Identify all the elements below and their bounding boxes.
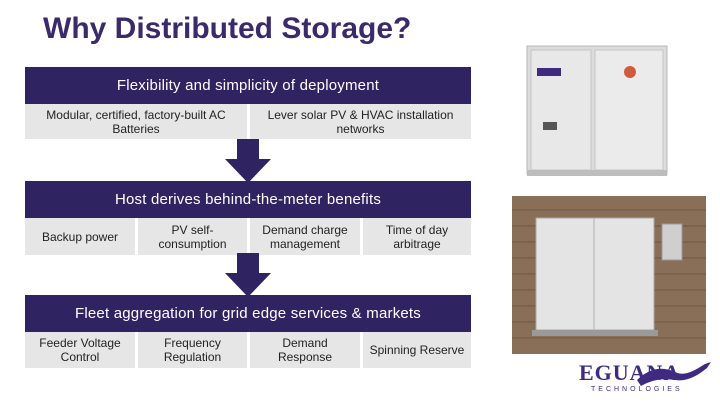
cell-demand-charge: Demand charge management	[250, 218, 360, 255]
eguana-logo: EGUANA TECHNOLOGIES	[565, 358, 715, 402]
lizard-icon	[637, 362, 711, 386]
cell-time-of-day: Time of day arbitrage	[363, 218, 471, 255]
band-fleet-heading: Fleet aggregation for grid edge services…	[25, 295, 471, 332]
installed-cabinet-photo	[512, 196, 706, 354]
band-benefits-heading: Host derives behind-the-meter benefits	[25, 181, 471, 218]
band-deployment-heading: Flexibility and simplicity of deployment	[25, 67, 471, 104]
battery-cabinet-photo	[515, 38, 680, 180]
cell-demand-response: Demand Response	[250, 332, 360, 368]
down-arrow-icon	[225, 253, 271, 297]
cell-feeder-voltage: Feeder Voltage Control	[25, 332, 135, 368]
slide-title: Why Distributed Storage?	[43, 12, 412, 45]
logo-tagline: TECHNOLOGIES	[591, 386, 683, 393]
down-arrow-icon	[225, 139, 271, 183]
logo-name: EGUANA	[579, 360, 681, 385]
cell-pv-self-consumption: PV self-consumption	[138, 218, 247, 255]
cell-ac-batteries: Modular, certified, factory-built AC Bat…	[25, 104, 247, 139]
cell-installation-networks: Lever solar PV & HVAC installation netwo…	[250, 104, 471, 139]
cell-backup-power: Backup power	[25, 218, 135, 255]
cell-frequency-regulation: Frequency Regulation	[138, 332, 247, 368]
cell-spinning-reserve: Spinning Reserve	[363, 332, 471, 368]
